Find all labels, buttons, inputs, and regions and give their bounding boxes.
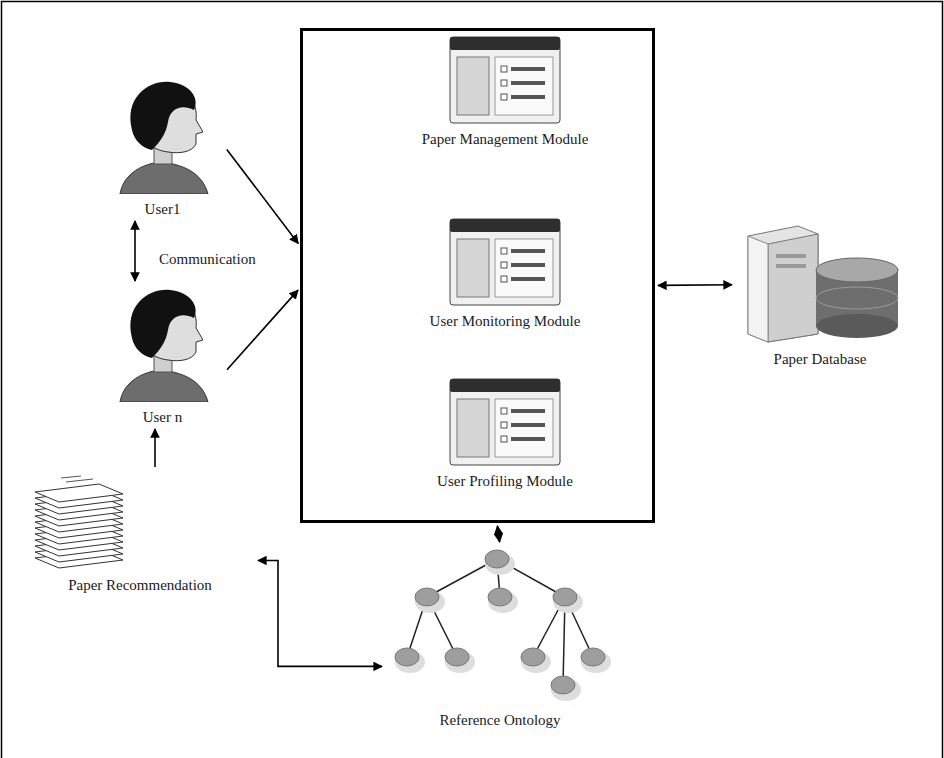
module-icon xyxy=(449,36,561,124)
user-figure: User1 xyxy=(100,76,225,218)
node-label: User Profiling Module xyxy=(437,472,573,490)
ontology-tree-icon xyxy=(385,545,615,705)
module-box: User Monitoring Module xyxy=(405,218,605,330)
node-label: User Monitoring Module xyxy=(430,312,581,330)
module-box: User Profiling Module xyxy=(405,378,605,490)
node-label: Paper Management Module xyxy=(422,130,589,148)
icon-holder xyxy=(31,470,126,570)
user-figure: User n xyxy=(100,284,225,426)
system-box: Paper Management ModuleUser Monitoring M… xyxy=(300,28,655,523)
module-icon xyxy=(449,218,561,306)
node-label: User n xyxy=(143,408,183,426)
node-label: Paper Database xyxy=(774,350,867,368)
module-box: Paper Management Module xyxy=(405,36,605,148)
icon-holder xyxy=(108,76,218,194)
paper-recommendation: Paper Recommendation xyxy=(25,470,255,594)
paper-stack-icon xyxy=(31,470,126,570)
icon-holder xyxy=(108,284,218,402)
user-icon xyxy=(108,76,218,194)
user-icon xyxy=(108,284,218,402)
icon-holder xyxy=(449,378,561,466)
connector-arrow xyxy=(258,561,382,667)
icon-holder xyxy=(449,218,561,306)
connector-arrow xyxy=(227,290,298,370)
module-icon xyxy=(449,378,561,466)
icon-holder xyxy=(738,222,903,344)
node-label: User1 xyxy=(145,200,181,218)
connector-arrow xyxy=(134,221,136,281)
database: Paper Database xyxy=(735,222,905,368)
database-icon xyxy=(738,222,903,344)
icon-holder xyxy=(449,36,561,124)
connector-arrow xyxy=(658,284,732,286)
edge-label: Communication xyxy=(157,251,258,268)
reference-ontology: Reference Ontology xyxy=(385,545,615,729)
node-label: Reference Ontology xyxy=(439,711,560,729)
connector-arrow xyxy=(227,149,298,243)
icon-holder xyxy=(385,545,615,705)
connector-arrow xyxy=(497,526,499,542)
node-label: Paper Recommendation xyxy=(68,576,212,594)
connector-arrow xyxy=(154,429,156,467)
